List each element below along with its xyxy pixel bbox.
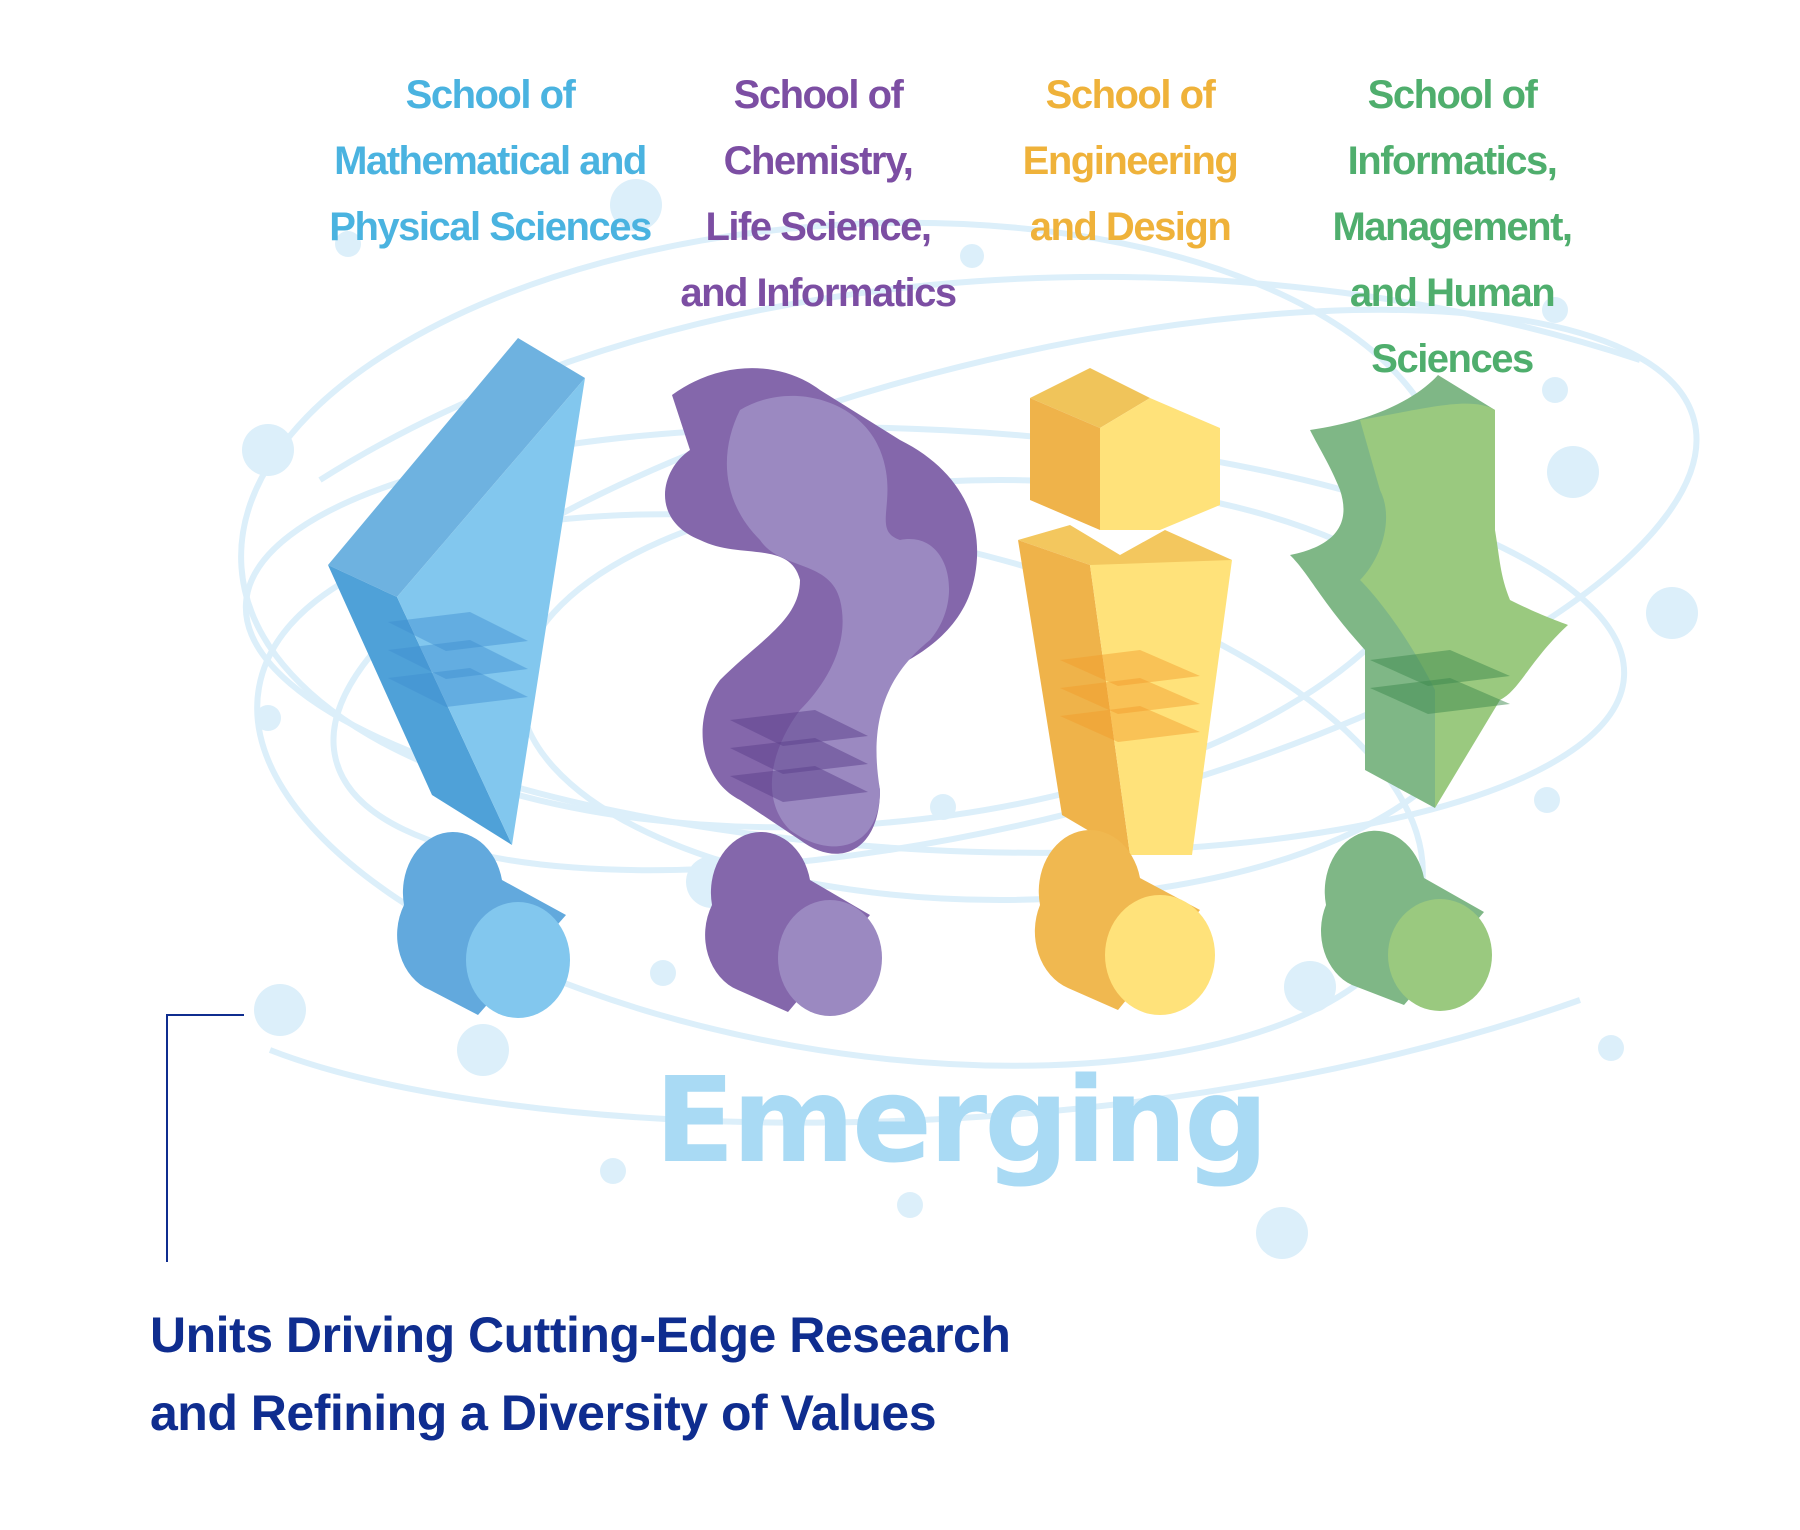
- tagline: Units Driving Cutting-Edge Research and …: [150, 1307, 1011, 1441]
- school-label-math-physical: School of Mathematical and Physical Scie…: [329, 73, 652, 249]
- chemistry-life-science-shape: [665, 368, 978, 1016]
- bracket-line-vertical: [166, 1014, 168, 1262]
- engineering-design-shape: [1018, 368, 1232, 1015]
- emerging-word: Emerging: [654, 1051, 1268, 1189]
- orbit-nodes: [242, 179, 1698, 1259]
- school-label-engineering-design: School of Engineering and Design: [1022, 73, 1239, 249]
- informatics-management-shape: [1290, 375, 1568, 1011]
- school-label-informatics-management: School of Informatics, Management, and H…: [1332, 73, 1573, 381]
- bracket-line-horizontal: [166, 1014, 244, 1016]
- school-label-chemistry-life-science: School of Chemistry, Life Science, and I…: [680, 73, 957, 315]
- math-physical-sciences-shape: [328, 338, 585, 1018]
